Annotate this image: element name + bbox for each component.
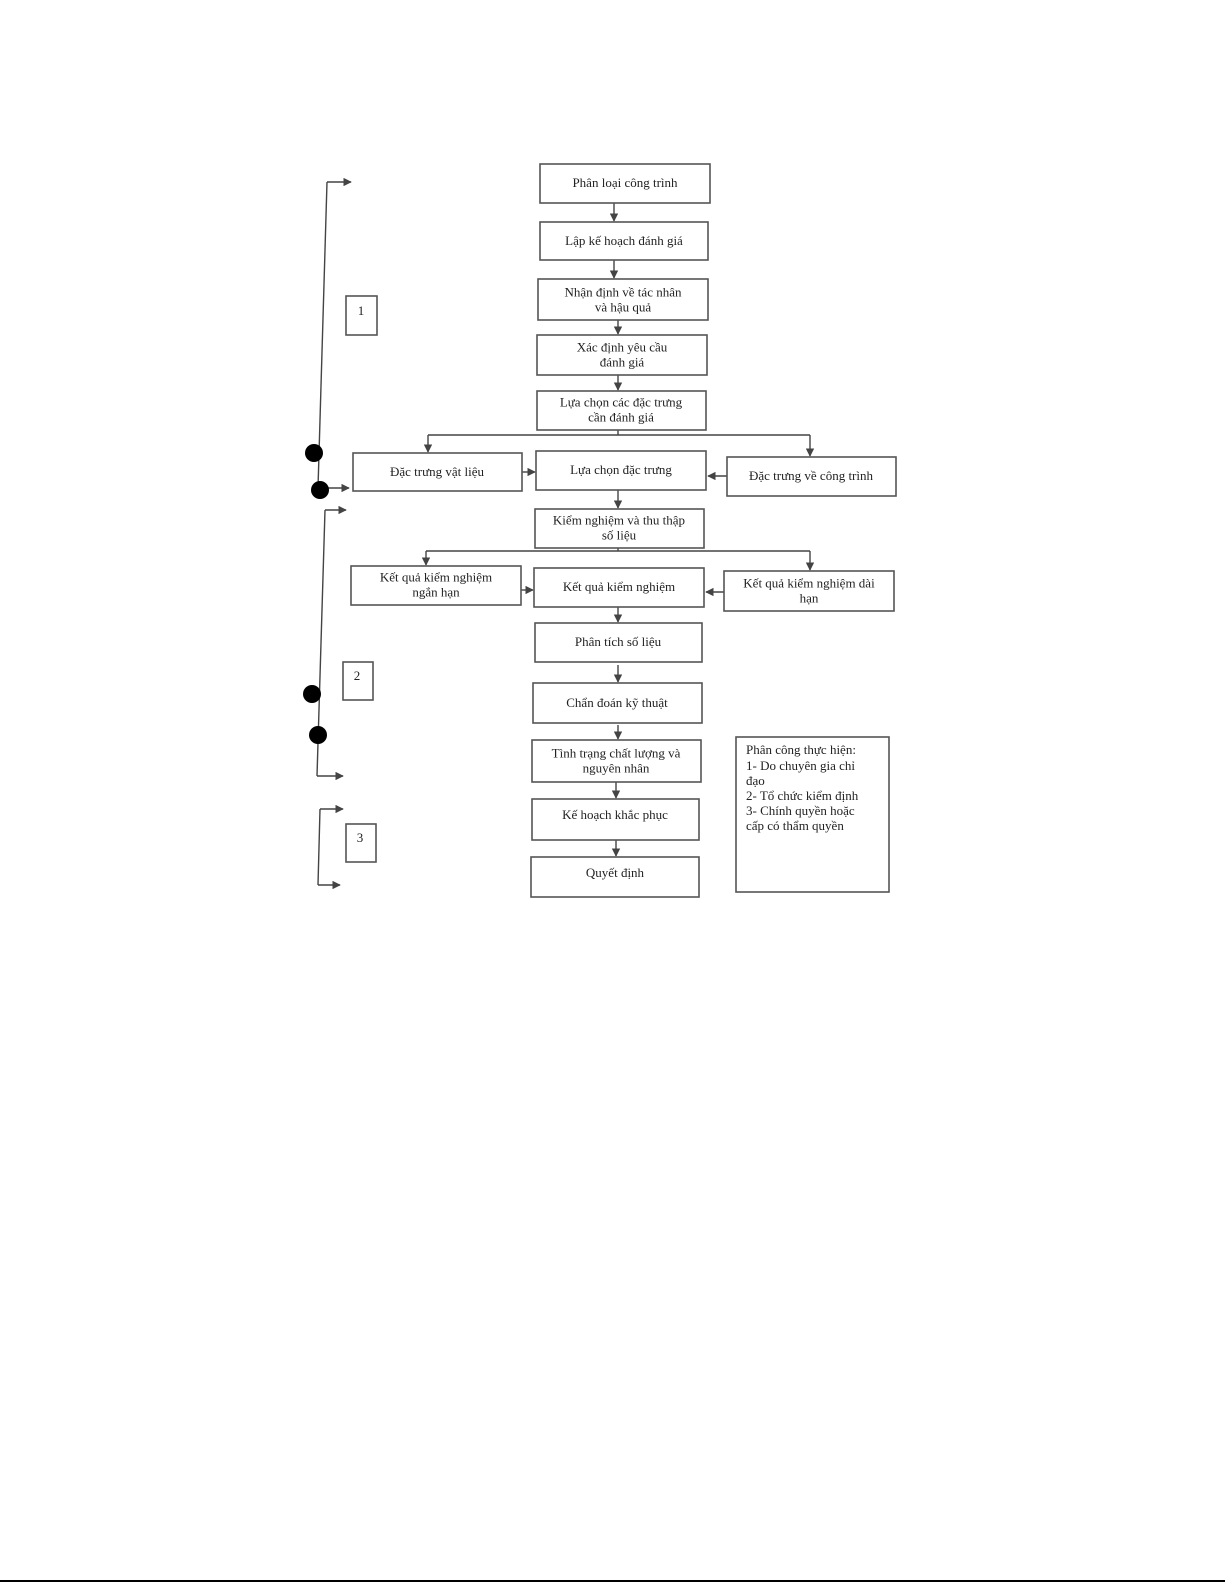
stage-box-2: 2 xyxy=(342,661,374,701)
svg-text:1: 1 xyxy=(358,303,365,318)
dot-3 xyxy=(303,685,321,703)
stage-box-1: 1 xyxy=(345,295,378,336)
box-label: Phân loại công trình xyxy=(572,175,678,190)
box-label: Chẩn đoán kỹ thuật xyxy=(566,695,668,710)
box-phan-loai-cong-trinh: Phân loại công trình xyxy=(539,163,711,204)
box-label: Kết quả kiểm nghiệm xyxy=(563,579,675,594)
box-label: Đặc trưng về công trình xyxy=(749,468,874,483)
box-lap-ke-hoach-danh-gia: Lập kế hoạch đánh giá xyxy=(539,221,709,261)
box-dac-trung-vat-lieu: Đặc trưng vật liệu xyxy=(352,452,523,492)
box-label: Lựa chọn đặc trưng xyxy=(570,462,672,477)
svg-text:2: 2 xyxy=(354,668,361,683)
box-quyet-dinh: Quyết định xyxy=(530,856,700,898)
box-label: Đặc trưng vật liệu xyxy=(390,464,485,479)
box-label: Quyết định xyxy=(586,865,645,880)
legend-title: Phân công thực hiện: xyxy=(746,742,856,757)
box-label: Lập kế hoạch đánh giá xyxy=(565,233,683,248)
svg-text:3: 3 xyxy=(357,830,364,845)
box-label: Kế hoạch khắc phục xyxy=(562,807,668,822)
box-dac-trung-cong-trinh: Đặc trưng về công trình xyxy=(726,456,897,497)
connectors xyxy=(316,177,815,890)
box-ke-hoach-khac-phuc: Kế hoạch khắc phục xyxy=(531,798,700,841)
bracket-dots xyxy=(303,444,329,744)
box-lua-chon-dac-trung: Lựa chọn đặc trưng xyxy=(535,450,707,491)
box-label: Phân tích số liệu xyxy=(575,634,662,649)
box-phan-tich-so-lieu: Phân tích số liệu xyxy=(534,622,703,663)
dot-2 xyxy=(311,481,329,499)
box-chan-doan-ky-thuat: Chẩn đoán kỹ thuật xyxy=(532,682,703,724)
stage-box-3: 3 xyxy=(345,823,377,863)
legend-assignment-box: Phân công thực hiện: 1- Do chuyên gia ch… xyxy=(735,736,890,893)
page-bottom-rule xyxy=(0,1580,1225,1582)
dot-4 xyxy=(309,726,327,744)
dot-1 xyxy=(305,444,323,462)
box-kq-kiem-nghiem: Kết quả kiểm nghiệm xyxy=(533,567,705,608)
